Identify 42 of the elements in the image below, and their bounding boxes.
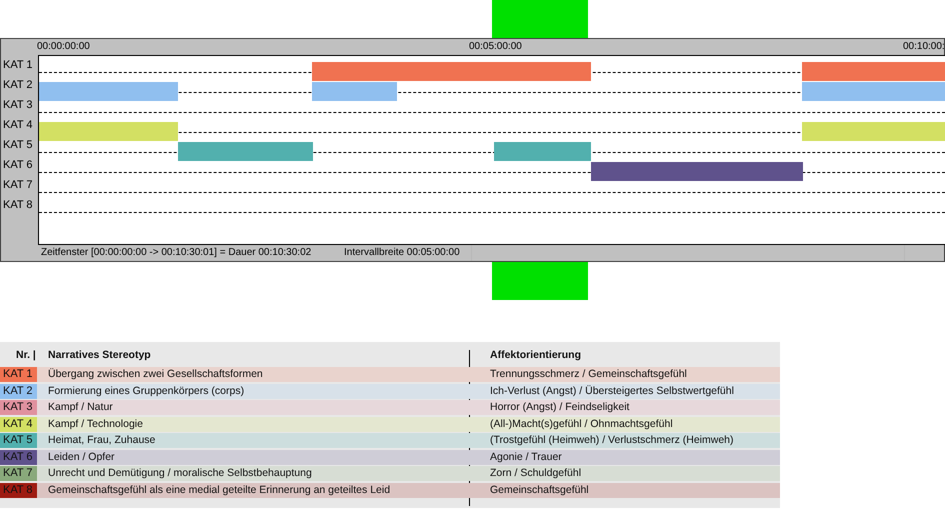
category-label: KAT 2	[3, 79, 33, 91]
column-header: Nr. |	[16, 349, 36, 361]
stereotype-text: Kampf / Natur	[48, 400, 113, 415]
category-label: KAT 3	[3, 99, 33, 111]
category-swatch: KAT 1	[0, 367, 37, 382]
affect-text: Agonie / Trauer	[490, 450, 562, 464]
affect-text: (All-)Macht(s)gefühl / Ohnmachtsgefühl	[490, 416, 673, 432]
category-swatch: KAT 2	[0, 384, 37, 398]
category-label: KAT 5	[3, 139, 33, 151]
category-swatch: KAT 6	[0, 450, 37, 464]
marker-block	[492, 262, 588, 300]
affect-text: Horror (Angst) / Feindseligkeit	[490, 400, 630, 415]
category-label: KAT 8	[3, 199, 33, 211]
time-tick-label: 00:05:00:00	[469, 41, 522, 52]
affect-text: Zorn / Schuldgefühl	[490, 466, 582, 481]
affect-text: (Trostgefühl (Heimweh) / Verlustschmerz (Heimweh)	[490, 433, 734, 448]
stereotype-text: Gemeinschaftsgefühl als eine medial geteilte Erinnerung an geteiltes Leid	[48, 482, 390, 498]
stereotype-text: Kampf / Technologie	[48, 416, 143, 432]
category-swatch: KAT 4	[0, 416, 37, 432]
stereotype-text: Übergang zwischen zwei Gesellschaftsformen	[48, 367, 263, 382]
stereotype-text: Unrecht und Demütigung / moralische Selbstbehauptung	[48, 466, 312, 481]
category-swatch: KAT 7	[0, 466, 37, 481]
affect-text: Trennungsschmerz / Gemeinschaftsgefühl	[490, 367, 687, 382]
category-label: KAT 7	[3, 179, 33, 191]
affect-text: Gemeinschaftsgefühl	[490, 482, 589, 498]
stereotype-text: Formierung eines Gruppenkörpers (corps)	[48, 384, 244, 398]
status-text: Zeitfenster [00:00:00:00 -> 00:10:30:01] = Dauer 00:10:30:02	[41, 247, 312, 258]
column-header: Affektorientierung	[490, 349, 582, 361]
affect-text: Ich-Verlust (Angst) / Übersteigertes Selbstwertgefühl	[490, 384, 734, 398]
category-label: KAT 4	[3, 119, 33, 131]
stereotype-text: Heimat, Frau, Zuhause	[48, 433, 156, 448]
column-header: Narratives Stereotyp	[48, 349, 151, 361]
category-swatch: KAT 8	[0, 482, 37, 498]
marker-block	[492, 0, 588, 38]
stereotype-text: Leiden / Opfer	[48, 450, 115, 464]
category-label: KAT 6	[3, 159, 33, 171]
time-tick-label: 00:10:00:	[903, 41, 945, 52]
time-tick-label: 00:00:00:00	[37, 41, 90, 52]
category-label: KAT 1	[3, 59, 33, 71]
category-swatch: KAT 5	[0, 433, 37, 448]
category-swatch: KAT 3	[0, 400, 37, 415]
status-text: Intervallbreite 00:05:00:00	[344, 247, 460, 258]
